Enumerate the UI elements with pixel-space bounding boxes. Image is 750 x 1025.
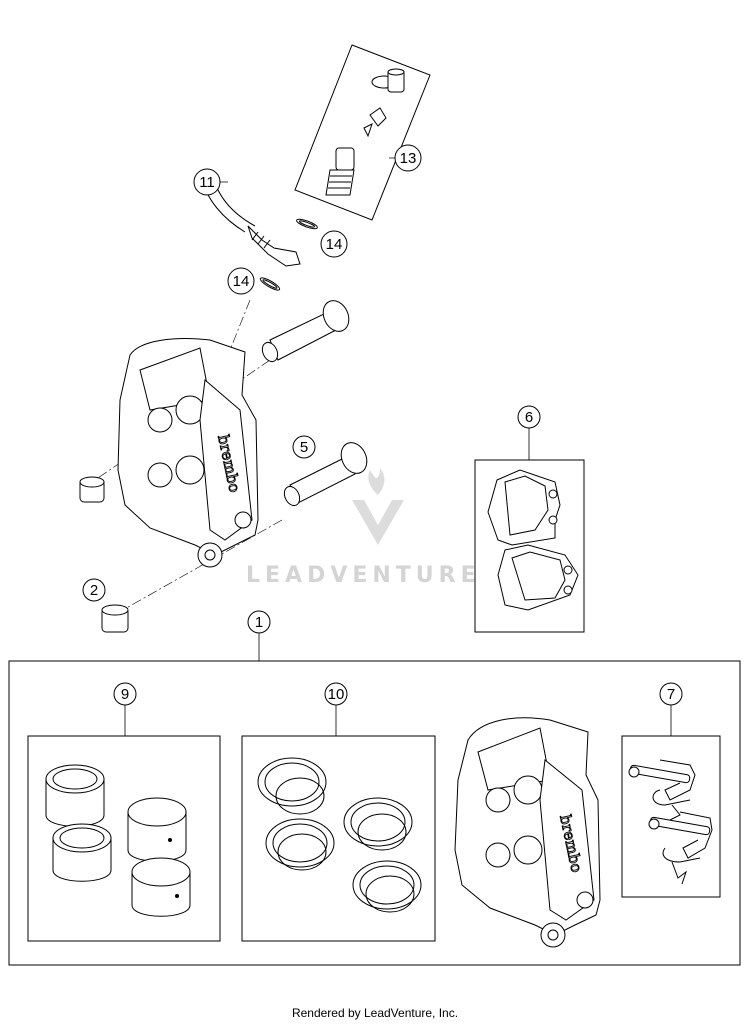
box-10-seals — [241, 735, 436, 942]
watermark-text: LEADVENTURE — [246, 563, 481, 588]
callout-10[interactable]: 10 — [324, 682, 348, 706]
svg-text:6: 6 — [525, 409, 533, 426]
svg-text:5: 5 — [300, 439, 308, 456]
callout-14-lower[interactable]: 14 — [227, 267, 255, 295]
callout-11[interactable]: 11 — [193, 168, 221, 196]
box-9-pistons — [27, 735, 221, 942]
svg-text:7: 7 — [667, 686, 675, 703]
box-7-springs — [621, 735, 721, 898]
callout-14-upper[interactable]: 14 — [320, 230, 348, 258]
svg-text:1: 1 — [255, 614, 263, 631]
svg-text:14: 14 — [326, 236, 343, 253]
callout-9[interactable]: 9 — [113, 682, 137, 706]
svg-text:2: 2 — [90, 582, 98, 599]
piston-seals-part — [257, 757, 422, 913]
callout-1[interactable]: 1 — [247, 610, 271, 634]
callout-5[interactable]: 5 — [292, 435, 316, 459]
svg-text:11: 11 — [199, 174, 215, 191]
pistons-part — [45, 764, 191, 917]
callout-13[interactable]: 13 — [394, 144, 422, 172]
watermark: LEADVENTURE — [246, 468, 481, 588]
pad-springs-part — [628, 759, 713, 885]
box-1-kit — [8, 660, 741, 966]
callout-6[interactable]: 6 — [517, 405, 541, 429]
main-caliper-part: brembo — [117, 338, 259, 568]
svg-text:14: 14 — [233, 273, 250, 290]
svg-text:10: 10 — [328, 686, 345, 703]
bleeder-kit-parts — [325, 68, 405, 196]
box-6-pads — [474, 459, 585, 633]
kit-caliper-part: brembo — [454, 717, 601, 948]
footer-credit: Rendered by LeadVenture, Inc. — [292, 1006, 458, 1020]
svg-text:13: 13 — [400, 150, 417, 167]
sealing-rings — [259, 218, 318, 291]
watermark-logo-icon — [352, 468, 404, 545]
callout-7[interactable]: 7 — [659, 682, 683, 706]
callout-2[interactable]: 2 — [82, 578, 106, 602]
box-13-bleeder-kit — [294, 44, 431, 221]
svg-text:9: 9 — [121, 686, 129, 703]
caliper-pins — [261, 300, 368, 507]
spacer-parts — [79, 476, 129, 633]
brake-pads-part — [487, 469, 579, 611]
callouts: 1 2 5 6 7 9 10 11 — [82, 144, 683, 706]
